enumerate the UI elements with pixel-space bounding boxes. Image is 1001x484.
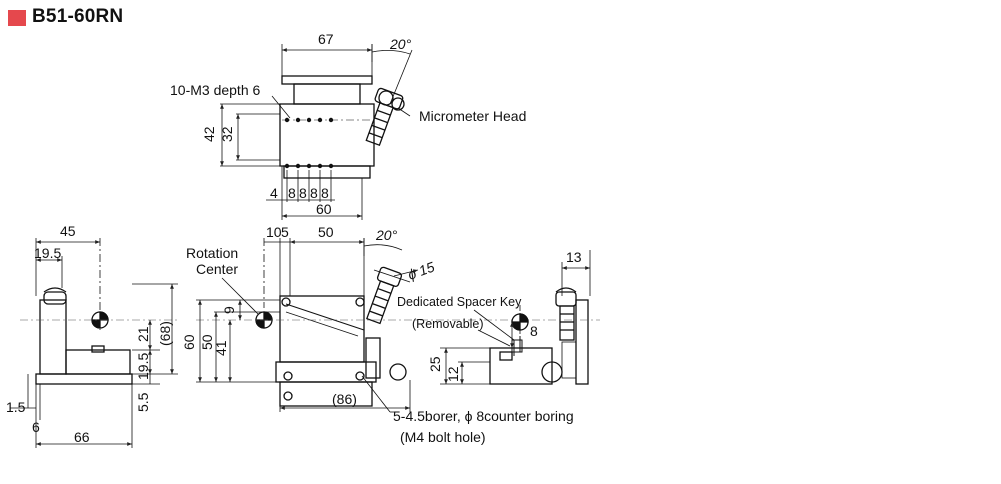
dim-left-19-5-side: 19.5 (135, 353, 151, 380)
dim-front-60: 60 (181, 334, 197, 350)
dim-left-19-5-top: 19.5 (34, 245, 61, 261)
label-spacer-key: Dedicated Spacer Key (397, 295, 522, 309)
dim-front-10: 10 (266, 224, 282, 240)
label-counter-bore: 5-4.5borer, ϕ 8counter boring (393, 408, 574, 424)
dim-pitch-4: 4 (270, 185, 278, 201)
dim-pitch-8b: 8 (299, 185, 307, 201)
dim-front-angle: 20° (375, 227, 398, 243)
drawing-title: B51-60RN (32, 6, 124, 27)
title-color-mark (8, 10, 26, 26)
right-view (420, 250, 600, 385)
dim-top-32: 32 (219, 126, 235, 142)
dim-left-5-5: 5.5 (135, 392, 151, 412)
label-rotation-center-2: Center (196, 261, 238, 277)
label-bolt-hole: (M4 bolt hole) (400, 429, 486, 445)
dim-top-42: 42 (201, 126, 217, 142)
dim-front-5: 5 (281, 224, 289, 240)
dim-front-phi15: ϕ 15 (406, 258, 437, 282)
label-tapped-holes: 10-M3 depth 6 (170, 82, 260, 98)
dim-front-50v: 50 (199, 334, 215, 350)
dim-pitch-8a: 8 (288, 185, 296, 201)
dim-front-41: 41 (213, 340, 229, 356)
dim-pitch-8d: 8 (321, 185, 329, 201)
dim-left-66: 66 (74, 429, 90, 445)
label-removable: (Removable) (412, 317, 484, 331)
dim-right-8: 8 (530, 323, 538, 339)
dim-left-6: 6 (32, 419, 40, 435)
dim-top-width: 67 (318, 31, 334, 47)
dim-front-86: (86) (332, 391, 357, 407)
label-rotation-center-1: Rotation (186, 245, 238, 261)
dim-left-45: 45 (60, 223, 76, 239)
dim-left-21: 21 (135, 326, 151, 342)
dim-top-60: 60 (316, 201, 332, 217)
dim-left-68: (68) (157, 321, 173, 346)
dim-pitch-8c: 8 (310, 185, 318, 201)
dim-front-9: 9 (221, 306, 237, 314)
left-view (10, 238, 180, 448)
label-micrometer-head: Micrometer Head (419, 108, 526, 124)
dim-front-50: 50 (318, 224, 334, 240)
dim-right-13: 13 (566, 249, 582, 265)
tapped-holes (284, 117, 334, 169)
dim-top-angle: 20° (389, 36, 412, 52)
dim-left-1-5: 1.5 (6, 399, 26, 415)
top-view (220, 44, 413, 220)
dim-right-25: 25 (427, 356, 443, 372)
dim-right-12: 12 (445, 366, 461, 382)
front-view (196, 238, 420, 413)
